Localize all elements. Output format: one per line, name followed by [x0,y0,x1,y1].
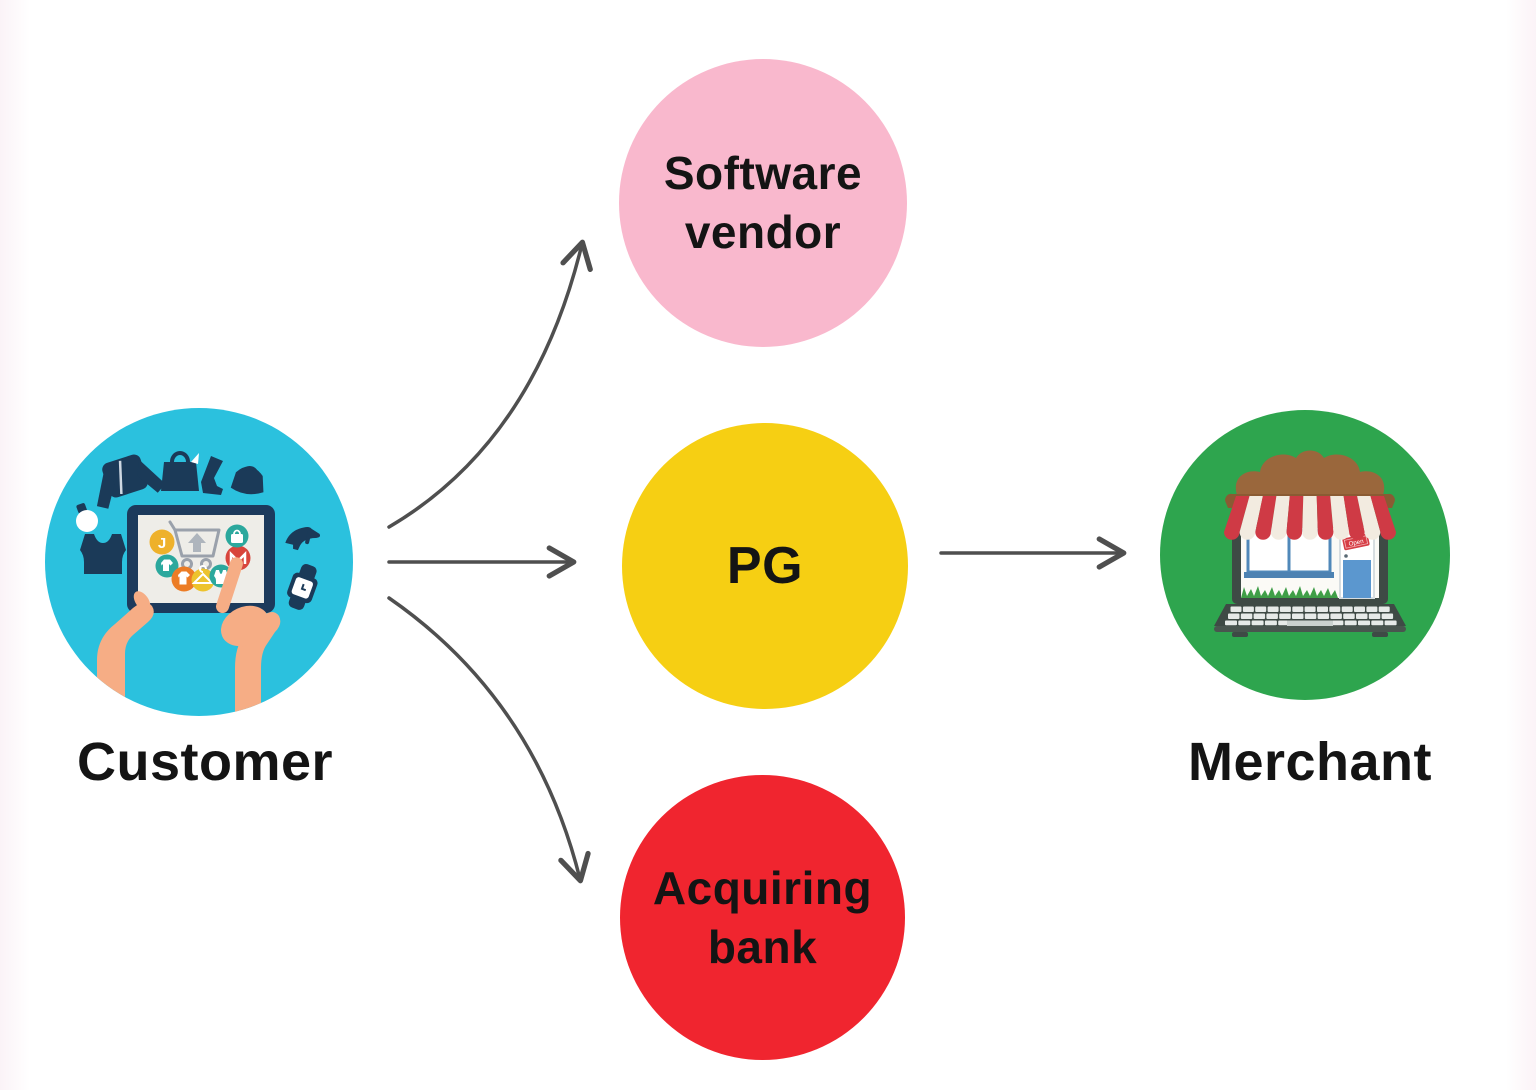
node-pg-circle: PG [622,423,908,709]
tablet-icon [127,505,275,613]
high-heel-icon [285,526,321,551]
node-software-vendor-circle: Software vendor [619,59,907,347]
right-hand-pointing [216,557,281,716]
tank-top-icon [80,534,126,574]
laptop-touchpad [1287,620,1333,627]
left-hand [97,591,154,716]
merchant-label: Merchant [1187,732,1433,792]
edge-tint-right [1506,0,1536,1090]
open-sign-text: Open [1348,538,1365,548]
node-customer-circle: J [45,408,353,716]
edge-tint-left [0,0,30,1090]
bag-badge-icon [225,524,249,548]
handbag-icon [230,466,264,495]
jacket-icon [96,454,166,509]
node-merchant-circle: Open [1160,410,1450,700]
shirt-badge-icon [171,566,197,592]
laptop-keyboard [1214,604,1406,637]
necklace-icon [76,503,98,532]
customer-shopping-illustration: J [76,451,321,716]
storefront-laptop-icon: Open [1214,450,1406,637]
software-vendor-label: Software vendor [663,147,863,258]
product-category-icons: J [149,524,251,592]
clothing-items-icons [76,451,321,610]
grass [1241,586,1338,598]
pg-label: PG [726,536,804,595]
acquiring-bank-label: Acquiring bank [652,861,873,973]
merchant-storefront-illustration: Open [1214,450,1406,637]
boot-icon [201,456,223,495]
letter-badge-text: J [158,535,166,552]
store-awning [1224,496,1396,540]
node-acquiring-bank-circle: Acquiring bank [620,775,905,1060]
hanger-badge-icon [191,565,215,592]
tshirt-badge-icon [155,554,179,578]
shopping-bag-icon [161,451,199,491]
customer-label: Customer [76,732,334,792]
watch-icon [287,563,318,610]
arrow-customer-to-acquiring-bank [387,596,591,884]
arrow-customer-to-software-vendor [387,239,593,529]
letter-badge-icon [149,529,175,555]
